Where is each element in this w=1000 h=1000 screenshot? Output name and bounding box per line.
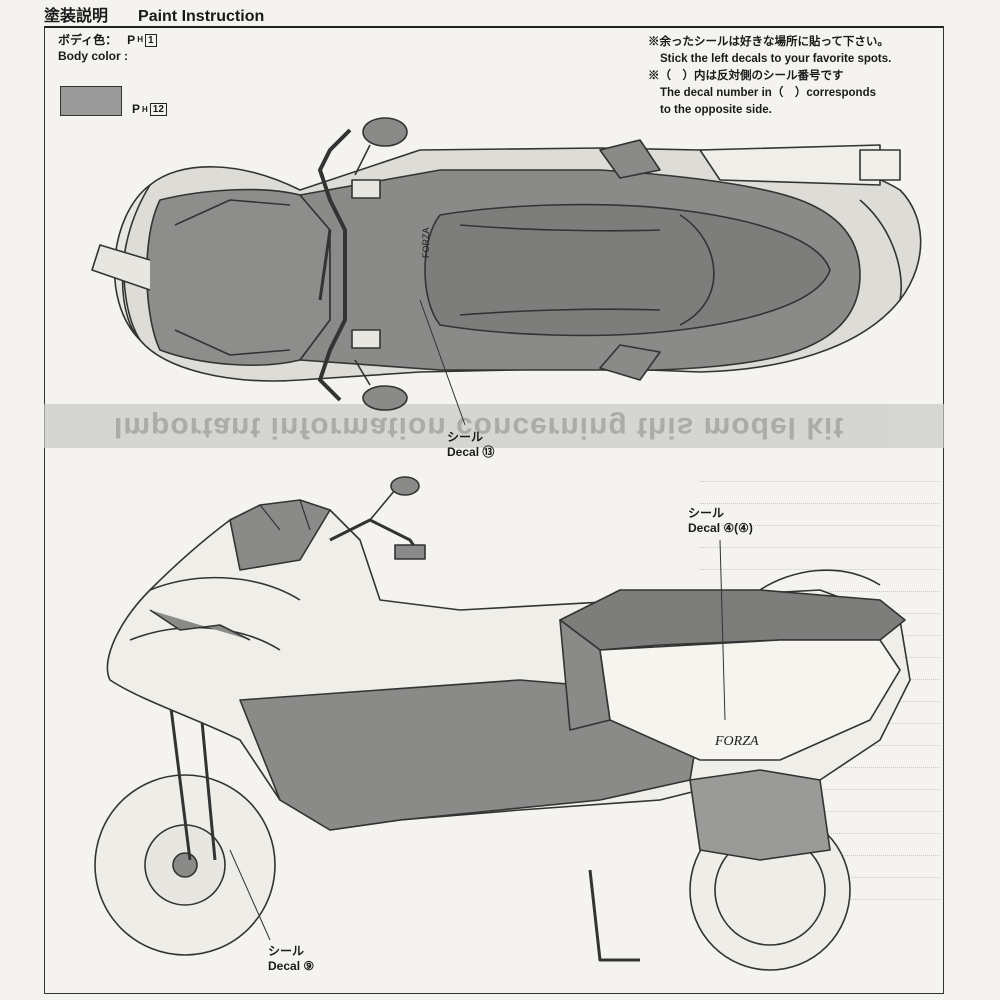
paint-swatch	[60, 86, 122, 116]
decal-13-label: シール Decal ⑬	[447, 430, 495, 459]
title-english: Paint Instruction	[138, 8, 265, 25]
reverse-side-banner: Important information concerning this mo…	[44, 404, 944, 448]
decal-note: ※余ったシールは好きな場所に貼って下さい。 Stick the left dec…	[648, 36, 892, 116]
title-japanese: 塗装説明	[44, 8, 109, 25]
decal-9-label: シール Decal ⑨	[268, 944, 315, 973]
decal-4-label: シール Decal ④(④)	[688, 506, 753, 535]
body-color-label-jp: ボディ色：	[58, 33, 118, 47]
instruction-frame	[44, 26, 944, 994]
sheet-header: 塗装説明 Paint Instruction	[44, 6, 944, 28]
body-color-label-en: Body color :	[58, 49, 129, 63]
side-view-logo: FORZA	[714, 734, 759, 749]
top-view-logo: FORZA	[421, 228, 431, 259]
